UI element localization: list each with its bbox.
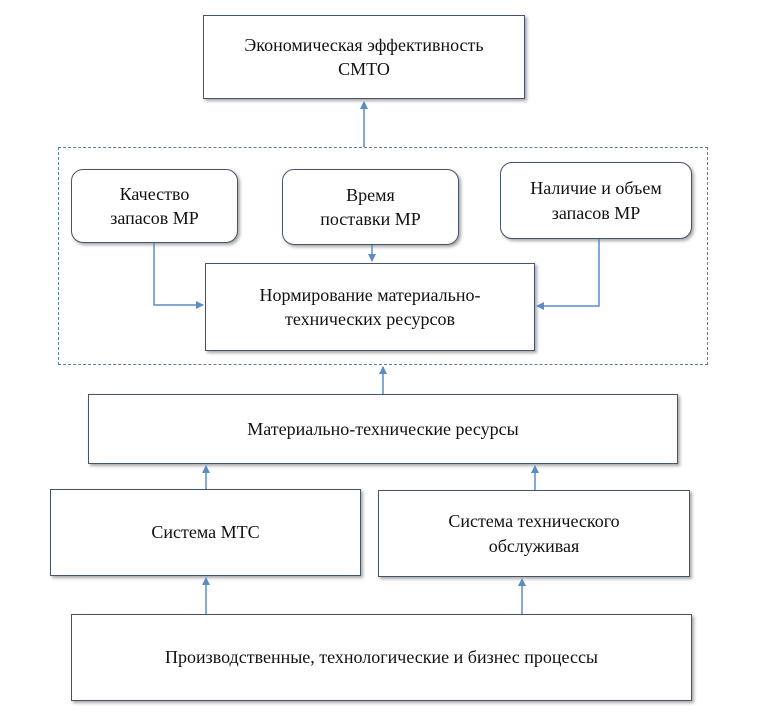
norming-label: Нормирование материально- технических ре…: [259, 284, 481, 329]
resources-label: Материально-технические ресурсы: [247, 418, 519, 439]
arrow-availability-to-norming: [536, 239, 600, 310]
mts-system-label: Система МТС: [151, 522, 260, 543]
processes-box: Производственные, технологические и бизн…: [71, 614, 692, 701]
availability-box: Наличие и объем запасов МР: [500, 162, 692, 239]
economic-efficiency-box: Экономическая эффективность СМТО: [203, 15, 525, 99]
economic-efficiency-label: Экономическая эффективность СМТО: [244, 34, 484, 79]
delivery-time-box: Время поставки МР: [282, 169, 459, 245]
resources-box: Материально-технические ресурсы: [88, 394, 678, 464]
quality-box: Качество запасов МР: [71, 169, 238, 243]
mts-system-box: Система МТС: [50, 489, 361, 576]
availability-label: Наличие и объем запасов МР: [530, 178, 662, 223]
processes-label: Производственные, технологические и бизн…: [164, 647, 599, 668]
norming-box: Нормирование материально- технических ре…: [205, 263, 535, 351]
delivery-time-label: Время поставки МР: [320, 184, 421, 229]
maintenance-system-box: Система технического обслуживая: [378, 490, 690, 577]
arrow-quality-to-norming: [153, 243, 204, 309]
quality-label: Качество запасов МР: [110, 183, 199, 228]
group-frame: [58, 147, 708, 365]
maintenance-system-label: Система технического обслуживая: [448, 511, 620, 556]
